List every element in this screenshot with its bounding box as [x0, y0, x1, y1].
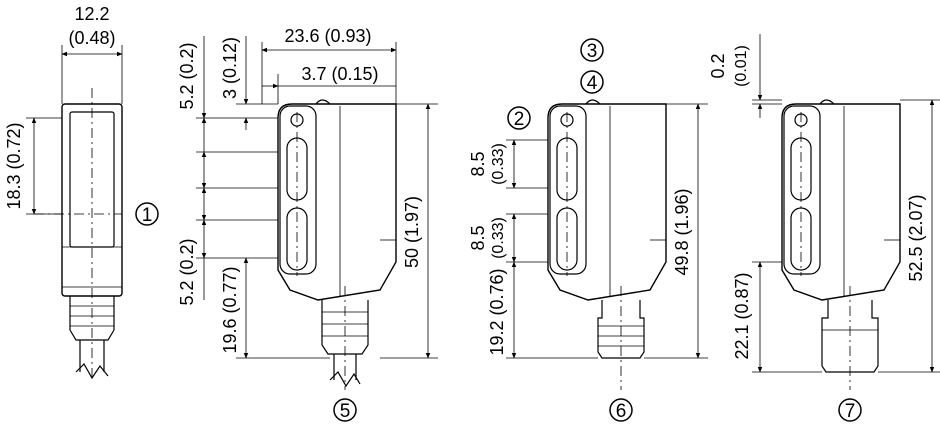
dim-gap-mm: 0.2: [708, 53, 728, 78]
dim-total-height-3: 52.5 (2.07): [906, 194, 926, 281]
dim-slot-2-mm: 8.5: [468, 225, 488, 250]
side-view-cable: [196, 36, 438, 390]
callout-7: [838, 398, 862, 422]
dim-m12-length: 22.1 (0.87): [732, 272, 752, 359]
dim-total-height-2: 49.8 (1.96): [672, 188, 692, 275]
dim-slot-1-mm: 8.5: [468, 151, 488, 176]
dim-gap-in: (0.01): [733, 45, 750, 87]
front-cable: [79, 340, 105, 372]
dim-small-offset: 3 (0.12): [220, 37, 240, 99]
side-view-m12: [752, 34, 940, 390]
side-housing-m12: [781, 103, 901, 301]
callout-2: [507, 106, 531, 130]
side-housing-cable: [277, 103, 397, 301]
dim-total-height: 50 (1.97): [402, 196, 422, 268]
dim-depth: 23.6 (0.93): [284, 26, 371, 46]
dim-cable-length: 19.6 (0.77): [220, 266, 240, 353]
front-view: [26, 45, 123, 380]
dim-height-1: 18.3 (0.72): [4, 122, 24, 209]
dim-depth-2: 3.7 (0.15): [301, 64, 378, 84]
callout-4-label: 4: [587, 73, 598, 94]
callout-1: [135, 202, 159, 226]
callout-5-label: 5: [340, 401, 351, 422]
side-view-connector: [506, 99, 708, 390]
dim-width-mm: 12.2: [74, 4, 109, 24]
dim-slot-2-in: (0.33): [490, 217, 507, 259]
dim-slot-1-in: (0.33): [490, 143, 507, 185]
callout-4: [580, 70, 604, 94]
m8-connector: [597, 300, 645, 359]
side-housing-connector: [547, 103, 667, 301]
dim-top-offset: 5.2 (0.2): [177, 42, 197, 109]
dim-bottom-offset: 5.2 (0.2): [177, 238, 197, 305]
callout-7-label: 7: [845, 401, 856, 422]
callout-6: [609, 398, 633, 422]
dim-connector-length: 19.2 (0.76): [487, 268, 507, 355]
side-mount-plate: [279, 105, 317, 275]
callout-3-label: 3: [587, 41, 598, 62]
callout-6-label: 6: [616, 401, 627, 422]
front-cable-gland: [69, 296, 115, 341]
callout-2-label: 2: [514, 109, 525, 130]
callout-5: [333, 398, 357, 422]
callout-3: [580, 38, 604, 62]
callout-1-label: 1: [142, 205, 153, 226]
dim-width-in: (0.48): [68, 28, 115, 48]
